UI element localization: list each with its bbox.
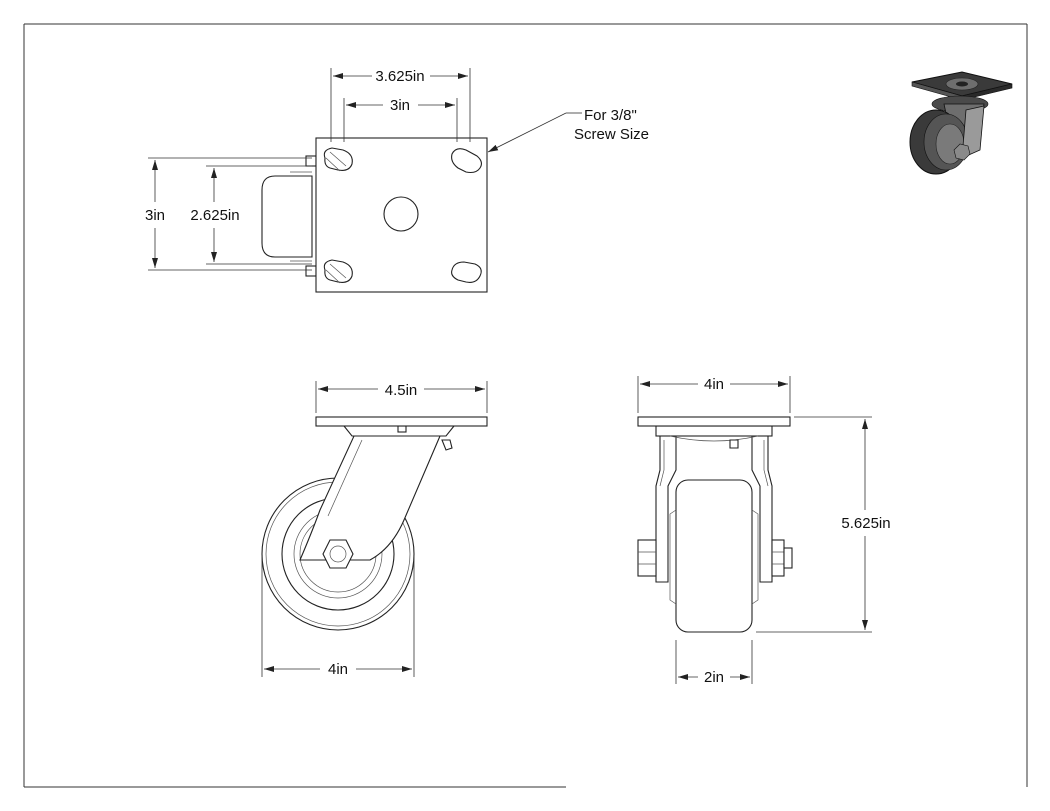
- dim-top-height-inner: 2.625in: [190, 207, 239, 224]
- top-view: 3.625in 3in 3in 2.625in For 3/8" Screw S…: [145, 68, 649, 293]
- screw-slots: [323, 147, 483, 284]
- front-view: 4in 5.625in 2in: [637, 376, 891, 686]
- dim-side-plate-width: 4.5in: [385, 382, 418, 399]
- side-view: 4.5in 4in: [261, 381, 488, 678]
- kingpin-hole: [383, 196, 419, 232]
- dim-top-mount-width: 3.625in: [375, 68, 424, 85]
- front-wheel: [675, 479, 753, 633]
- dim-front-plate-width: 4in: [704, 376, 724, 393]
- front-plate: [637, 416, 791, 427]
- drawing-border: [23, 23, 1028, 788]
- side-plate: [315, 416, 488, 427]
- dim-side-wheel-diameter: 4in: [328, 661, 348, 678]
- note-screw-line1: For 3/8": [584, 107, 637, 124]
- dim-top-hole-spacing: 3in: [390, 97, 410, 114]
- dim-front-wheel-width: 2in: [704, 669, 724, 686]
- dim-top-height-outer: 3in: [145, 207, 165, 224]
- note-screw-line2: Screw Size: [574, 126, 649, 143]
- caster-thumbnail: [909, 71, 1013, 175]
- front-axle-bolt-head: [637, 539, 657, 577]
- axle-nut: [322, 539, 354, 569]
- dim-front-total-height: 5.625in: [841, 515, 890, 532]
